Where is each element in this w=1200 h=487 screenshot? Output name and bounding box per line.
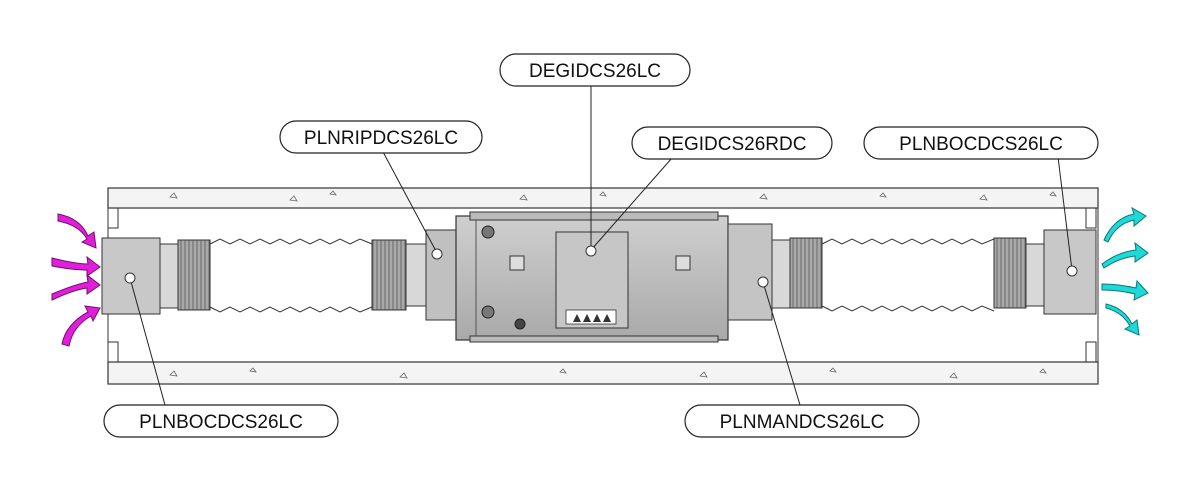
curved-arrow-right-icon (1101, 279, 1149, 301)
concrete-ceiling-slab (107, 187, 1099, 209)
inlet-spigot-connector (371, 229, 457, 321)
svg-text:PLNBOCDCS26LC: PLNBOCDCS26LC (899, 134, 1063, 155)
left-flexible-duct (209, 238, 373, 313)
left-end-connector (101, 237, 211, 315)
ventilation-unit (455, 211, 729, 343)
callout-plnbocdcs26lc-left: PLNBOCDCS26LC (103, 404, 339, 438)
reference-markers (124, 245, 1078, 288)
svg-text:PLNMANDCS26LC: PLNMANDCS26LC (720, 412, 885, 433)
curved-arrow-right-icon (1103, 206, 1147, 243)
curved-arrow-right-icon (51, 255, 101, 277)
leader-lines (129, 80, 1073, 406)
curved-arrow-right-icon (61, 305, 101, 347)
curved-arrow-right-icon (1105, 303, 1140, 336)
callout-plnmandcs26lc: PLNMANDCS26LC (684, 404, 920, 438)
svg-text:PLNBOCDCS26LC: PLNBOCDCS26LC (139, 412, 303, 433)
callout-plnbocdcs26lc-right: PLNBOCDCS26LC (863, 126, 1099, 160)
svg-text:DEGIDCS26RDC: DEGIDCS26RDC (658, 134, 807, 155)
callout-degidcs26lc: DEGIDCS26LC (499, 53, 691, 87)
curved-arrow-right-icon (57, 213, 97, 249)
svg-text:PLNRIPDCS26LC: PLNRIPDCS26LC (304, 128, 458, 149)
warning-triangle-icon (565, 309, 617, 325)
callout-plnripdcs26lc: PLNRIPDCS26LC (279, 120, 483, 154)
right-flexible-duct (821, 238, 995, 312)
svg-text:DEGIDCS26LC: DEGIDCS26LC (529, 61, 661, 82)
outlet-spigot-connector (727, 223, 823, 321)
curved-arrow-right-icon (1101, 241, 1149, 269)
outlet-airflow-arrows (1101, 206, 1149, 336)
callout-degidcs26rdc: DEGIDCS26RDC (631, 126, 833, 160)
inlet-airflow-arrows (51, 213, 101, 347)
concrete-floor-slab (107, 361, 1099, 385)
right-end-connector (993, 229, 1097, 315)
curved-arrow-right-icon (51, 273, 101, 301)
